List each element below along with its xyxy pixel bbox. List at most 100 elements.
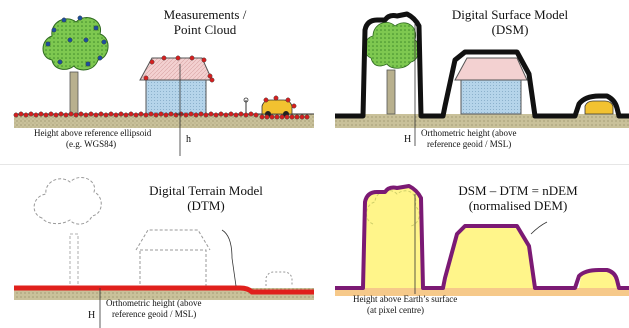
caption-line-2: (e.g. WGS84) (66, 139, 117, 149)
ndem-outline (335, 184, 629, 290)
title-line-1: DSM – DTM = nDEM (458, 183, 578, 198)
panel-dtm: Digital Terrain Model (DTM) Orthometric … (0, 164, 314, 328)
point-cloud-point (304, 114, 310, 120)
point-cloud-point (51, 27, 57, 33)
point-cloud-point (138, 111, 144, 117)
point-cloud-points (13, 15, 310, 120)
point-cloud-point (188, 111, 194, 117)
point-cloud-point (207, 73, 213, 79)
point-cloud-point (77, 15, 83, 21)
ground-soil (14, 288, 314, 300)
height-symbol-H: H (88, 310, 96, 321)
point-cloud-point (57, 59, 63, 65)
panel-title: Digital Surface Model (DSM) (420, 7, 600, 37)
point-cloud-point (149, 59, 155, 65)
ghost-house (139, 249, 207, 287)
point-cloud-point (73, 112, 79, 118)
panel-title: DSM – DTM = nDEM (normalised DEM) (433, 183, 603, 213)
point-cloud-point (83, 37, 89, 43)
point-cloud-point (263, 97, 269, 103)
point-cloud-point (175, 55, 181, 61)
point-cloud-point (161, 55, 167, 61)
ghost-car (265, 271, 293, 286)
point-cloud-point (133, 112, 139, 118)
point-cloud-point (61, 17, 67, 23)
point-cloud-point (168, 111, 174, 117)
point-cloud-point (248, 111, 254, 117)
point-cloud-point (38, 111, 44, 117)
panel-point-cloud: Measurements / Point Cloud Height above … (0, 0, 314, 164)
caption-line-2: reference geoid / MSL) (427, 139, 512, 149)
point-cloud-point (98, 111, 104, 117)
title-line-1: Measurements / (163, 7, 247, 22)
point-cloud-point (148, 111, 154, 117)
point-cloud-point (279, 114, 285, 120)
ground-soil (14, 114, 314, 128)
panel-dsm: Digital Surface Model (DSM) Orthometric … (315, 0, 629, 164)
point-cloud-point (68, 111, 74, 117)
point-cloud-point (23, 112, 29, 118)
point-cloud-point (45, 41, 51, 47)
caption-line-2: reference geoid / MSL) (112, 309, 197, 319)
point-cloud-point (193, 112, 199, 118)
point-cloud-point (113, 112, 119, 118)
point-cloud-point (58, 111, 64, 117)
ndem-ground-band (335, 288, 629, 296)
point-cloud-point (78, 111, 84, 117)
ndem-car-fill (579, 270, 619, 288)
point-cloud-point (63, 112, 69, 118)
point-cloud-point (243, 112, 249, 118)
point-cloud-point (269, 114, 275, 120)
point-cloud-point (289, 114, 295, 120)
point-cloud-point (33, 112, 39, 118)
point-cloud-point (238, 111, 244, 117)
point-cloud-point (218, 111, 224, 117)
point-cloud-point (108, 111, 114, 117)
point-cloud-point (223, 112, 229, 118)
point-cloud-point (103, 112, 109, 118)
point-cloud-point (123, 112, 129, 118)
point-cloud-point (85, 61, 91, 67)
point-cloud-point (53, 112, 59, 118)
point-cloud-point (93, 25, 99, 31)
point-cloud-point (13, 112, 19, 118)
point-cloud-point (158, 111, 164, 117)
point-cloud-point (285, 97, 291, 103)
ndem-tree-fill (363, 186, 423, 288)
point-cloud-point (88, 111, 94, 117)
title-line-2: (DTM) (187, 197, 225, 213)
point-cloud-point (189, 55, 195, 61)
point-cloud-point (143, 75, 149, 81)
point-cloud-point (284, 114, 290, 120)
point-cloud-point (228, 111, 234, 117)
title-line-2: (normalised DEM) (468, 197, 568, 213)
panel-title: Measurements / Point Cloud (130, 7, 280, 37)
point-cloud-point (213, 112, 219, 118)
point-cloud-point (233, 112, 239, 118)
caption-line-1: Orthometric height (above (106, 298, 202, 308)
point-cloud-point (128, 111, 134, 117)
point-cloud-point (43, 112, 49, 118)
height-symbol-h: h (186, 134, 191, 145)
point-cloud-point (143, 112, 149, 118)
point-cloud-point (264, 114, 270, 120)
point-cloud-point (97, 55, 103, 61)
point-cloud-point (253, 112, 259, 118)
title-line-2: (DSM) (491, 21, 529, 37)
ghost-tree (33, 177, 102, 225)
car (261, 99, 293, 115)
point-cloud-point (203, 112, 209, 118)
point-cloud-point (294, 114, 300, 120)
panel-ndem: DSM – DTM = nDEM (normalised DEM) Height… (315, 164, 629, 328)
divider-horizontal (0, 164, 629, 165)
house-wall (145, 79, 207, 115)
point-cloud-point (198, 111, 204, 117)
caption-line-2: (at pixel centre) (367, 305, 424, 315)
point-cloud-point (48, 111, 54, 117)
point-cloud-point (291, 103, 297, 109)
point-cloud-point (28, 111, 34, 117)
dtm-terrain-line (14, 285, 314, 295)
point-cloud-point (208, 111, 214, 117)
dsm-surface-line (335, 11, 629, 119)
